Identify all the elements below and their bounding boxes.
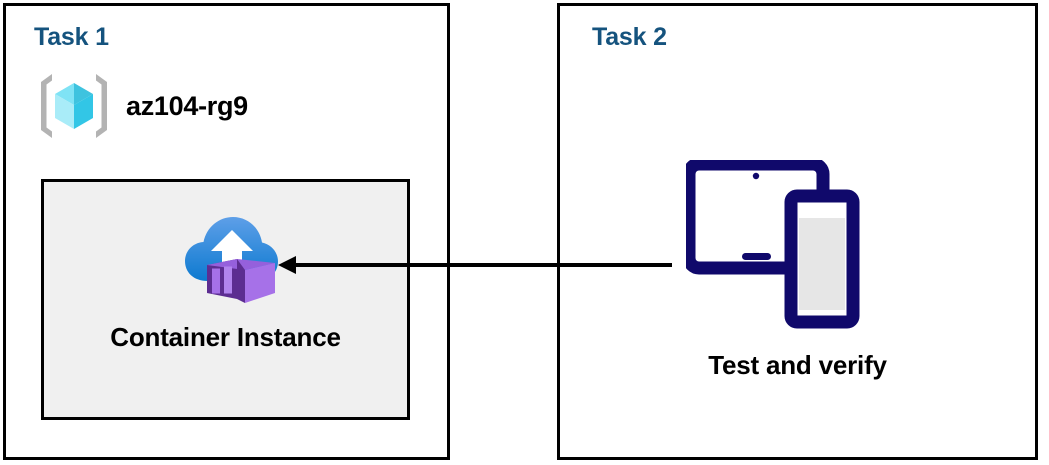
container-instance-label: Container Instance [110,322,341,352]
panel-task-1: Task 1 az104-rg9 [3,3,450,460]
panel-title-task-2: Task 2 [592,23,667,51]
resource-group-label: az104-rg9 [126,90,248,121]
panel-title-task-1: Task 1 [34,23,109,51]
container-instance-box: Container Instance [41,179,410,420]
azure-resource-group-icon [36,68,112,144]
test-and-verify-label: Test and verify [708,350,887,380]
resource-group-row: az104-rg9 [36,68,248,144]
